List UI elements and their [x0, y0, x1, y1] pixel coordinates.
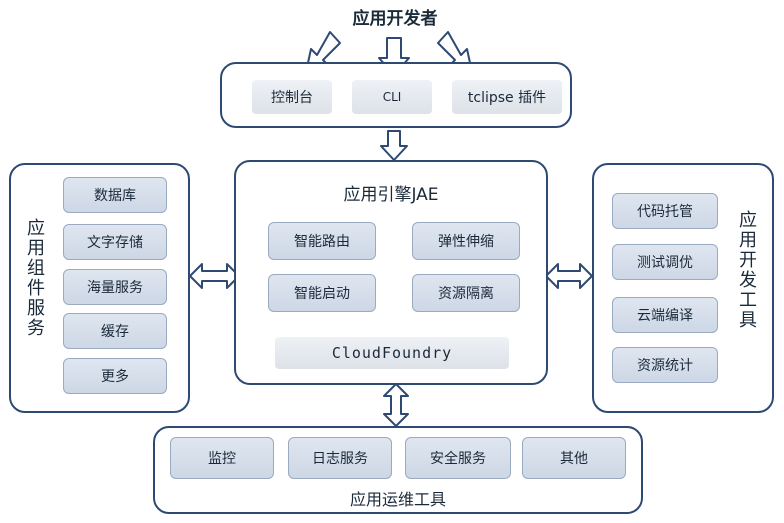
mass-service-chip: 海量服务 [63, 269, 167, 305]
component-services-title-text: 应用组件服务 [24, 218, 45, 338]
code-hosting-chip: 代码托管 [612, 193, 718, 229]
security-service-chip: 安全服务 [405, 437, 511, 479]
elastic-scaling-chip: 弹性伸缩 [412, 222, 520, 260]
resource-isolation-chip: 资源隔离 [412, 274, 520, 312]
ops-tools-title: 应用运维工具 [349, 490, 446, 509]
console-chip: 控制台 [252, 80, 332, 114]
monitoring-chip: 监控 [170, 437, 274, 479]
smart-startup-chip: 智能启动 [268, 274, 376, 312]
arrow-left-double [189, 263, 240, 289]
arrow-bottom-double [383, 383, 409, 427]
cache-chip: 缓存 [63, 313, 167, 349]
arrow-tools-engine [380, 130, 408, 161]
arrow-right-double [545, 263, 593, 289]
dev-tools-title-text: 应用开发工具 [736, 210, 757, 330]
tclipse-plugin-chip: tclipse 插件 [452, 80, 562, 114]
dev-tools-title: 应用开发工具 [730, 210, 762, 330]
cloudfoundry-bar: CloudFoundry [275, 337, 509, 369]
app-engine-title: 应用引擎JAE [343, 185, 439, 205]
cli-chip: CLI [352, 80, 432, 114]
top-title: 应用开发者 [352, 9, 438, 29]
cloud-compile-chip: 云端编译 [612, 297, 718, 333]
other-chip: 其他 [522, 437, 626, 479]
resource-stats-chip: 资源统计 [612, 347, 718, 383]
more-chip: 更多 [63, 358, 167, 394]
log-service-chip: 日志服务 [288, 437, 392, 479]
smart-routing-chip: 智能路由 [268, 222, 376, 260]
component-services-title: 应用组件服务 [18, 218, 50, 338]
text-storage-chip: 文字存储 [63, 224, 167, 260]
test-tuning-chip: 测试调优 [612, 244, 718, 280]
database-chip: 数据库 [63, 177, 167, 213]
